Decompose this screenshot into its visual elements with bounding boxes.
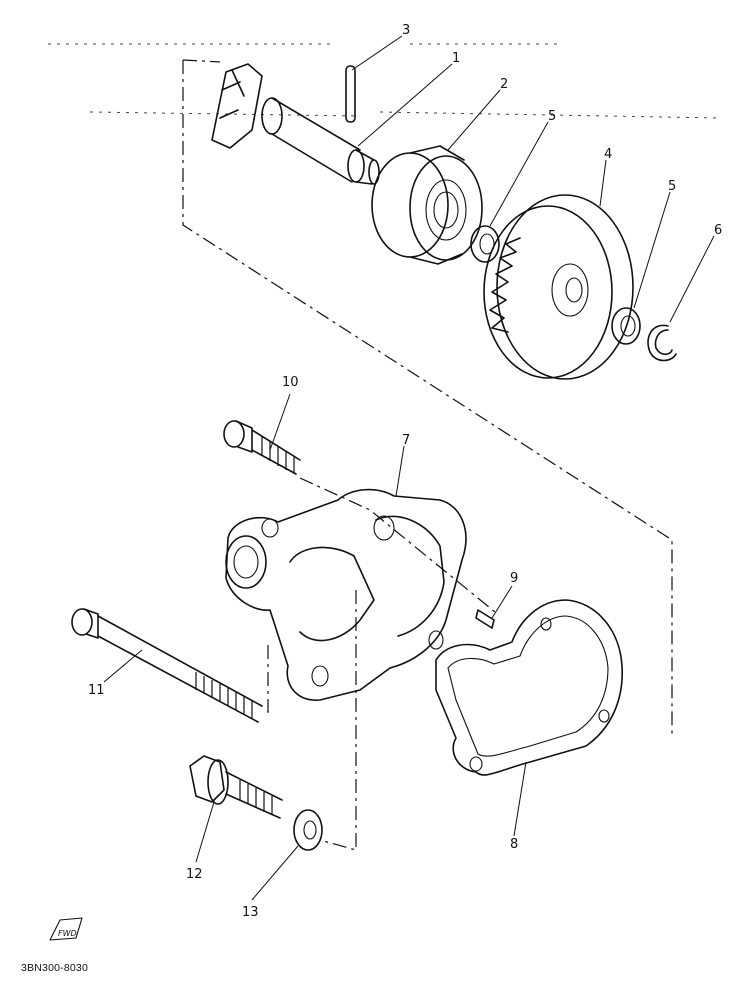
bearing: [371, 145, 483, 265]
assembly-lines: [182, 59, 673, 851]
fwd-mark-text: FWD: [58, 929, 77, 938]
callout-9: 9: [510, 571, 518, 586]
callout-4: 4: [604, 147, 612, 162]
gasket: [435, 599, 623, 776]
circlip: [647, 324, 677, 362]
callout-10: 10: [282, 375, 299, 390]
callout-2: 2: [500, 77, 508, 92]
callout-12: 12: [186, 867, 203, 882]
dowel-pin: [475, 609, 495, 629]
callout-5a: 5: [548, 109, 556, 124]
diagram-code: 3BN300-8030: [21, 962, 88, 974]
washer-right: [611, 307, 641, 345]
bolt-12: [189, 755, 283, 819]
washer-13: [293, 809, 323, 851]
callout-6: 6: [714, 223, 722, 238]
callout-7: 7: [402, 433, 410, 448]
pin: [345, 65, 356, 123]
callout-1: 1: [452, 51, 460, 66]
bolt-11: [71, 608, 263, 723]
callout-3: 3: [402, 23, 410, 38]
scan-artifacts: [48, 43, 721, 119]
leader-lines: [103, 35, 715, 901]
callout-5b: 5: [668, 179, 676, 194]
gear: [483, 194, 634, 380]
callout-8: 8: [510, 837, 518, 852]
callout-13: 13: [242, 905, 259, 920]
callout-11: 11: [88, 683, 105, 698]
impeller-shaft: [211, 63, 380, 185]
pump-housing: [225, 488, 467, 701]
fwd-mark: FWD: [49, 917, 83, 941]
bolt-10: [223, 420, 301, 475]
callouts: 1 2 3 4 5 5 6 7 8 9 10 11 12 13: [88, 23, 722, 920]
